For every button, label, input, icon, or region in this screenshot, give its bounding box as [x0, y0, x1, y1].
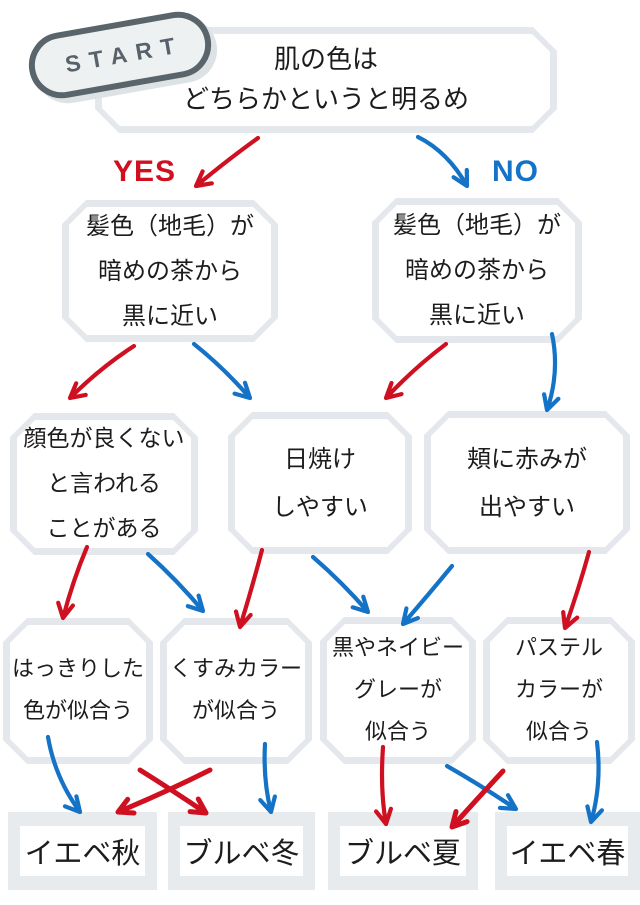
- text-line: ことがある: [46, 515, 162, 542]
- arrow-cheeks-to-dark-blue: [400, 563, 455, 627]
- arrow-yes-red: [193, 135, 261, 189]
- text-line: 暗めの茶から: [98, 256, 242, 285]
- text-line: 肌の色は: [273, 45, 378, 75]
- yes-label: YES: [113, 155, 177, 188]
- arrow-no-blue: [415, 134, 470, 189]
- text-line: 髪色（地毛）が: [393, 211, 561, 239]
- text-line: どちらかというと明るめ: [182, 85, 469, 115]
- text-line: グレーが: [353, 677, 442, 703]
- text-line: 黒に近い: [122, 301, 218, 330]
- result-blue-base-winter: ブルベ冬: [168, 812, 315, 890]
- result-yellow-base-autumn: イエベ秋: [8, 812, 157, 890]
- arrow-hairyes-to-complexion-red: [67, 343, 137, 401]
- text-line: はっきりした: [11, 657, 144, 682]
- text-line: 髪色（地毛）が: [86, 211, 254, 240]
- node-hair-color-no: 髪色（地毛）が 暗めの茶から 黒に近い: [372, 198, 582, 343]
- arrow-vivid-to-winter-red: [137, 767, 209, 816]
- arrow-hairno-to-cheeks-blue: [542, 331, 561, 413]
- text-line: 似合う: [364, 719, 431, 745]
- text-line: 黒に近い: [429, 301, 525, 329]
- result-label: イエベ秋: [20, 826, 145, 876]
- text-line: 黒やネイビー: [331, 635, 464, 661]
- node-vivid-colors: はっきりした 色が似合う: [3, 618, 153, 764]
- node-hair-color-yes: 髪色（地毛）が 暗めの茶から 黒に近い: [62, 200, 278, 342]
- text-line: パステル: [514, 635, 603, 661]
- node-red-cheeks: 頬に赤みが 出やすい: [424, 411, 630, 554]
- text-line: くすみカラー: [169, 657, 302, 682]
- result-label: イエベ春: [507, 826, 628, 876]
- arrow-complexion-to-muted-blue: [145, 551, 206, 614]
- start-label: START: [63, 30, 186, 77]
- arrow-cheeks-to-pastel-red: [561, 549, 592, 631]
- text-line: 頬に赤みが: [467, 444, 587, 473]
- result-label: ブルベ冬: [180, 826, 303, 876]
- arrow-tan-to-muted-red: [233, 547, 265, 630]
- no-label: NO: [492, 155, 539, 188]
- arrow-muted-to-autumn-red: [115, 767, 213, 816]
- text-line: しやすい: [272, 493, 368, 521]
- result-blue-base-summer: ブルベ夏: [328, 812, 478, 890]
- result-yellow-base-spring: イエベ春: [495, 812, 640, 890]
- text-line: 似合う: [525, 719, 592, 745]
- text-line: 出やすい: [479, 492, 575, 521]
- node-muted-colors: くすみカラー が似合う: [160, 618, 312, 764]
- text-line: 顔色が良くない: [23, 425, 185, 452]
- arrow-tan-to-dark-blue: [310, 554, 371, 615]
- result-label: ブルベ夏: [340, 826, 466, 876]
- node-pastel-colors: パステル カラーが 似合う: [483, 617, 635, 764]
- node-tans-easily: 日焼け しやすい: [228, 412, 412, 554]
- arrow-hairno-to-tan-red: [383, 341, 449, 401]
- text-line: 日焼け: [284, 445, 356, 473]
- text-line: カラーが: [514, 677, 603, 703]
- node-bad-complexion: 顔色が良くない と言われる ことがある: [10, 413, 198, 555]
- arrow-dark-to-spring-blue: [444, 763, 519, 812]
- arrow-hairyes-to-tan-blue: [191, 341, 253, 401]
- arrow-complexion-to-vivid-red: [56, 544, 90, 621]
- node-dark-navy-gray: 黒やネイビー グレーが 似合う: [320, 617, 476, 764]
- text-line: と言われる: [47, 470, 161, 497]
- text-line: 色が似合う: [22, 699, 133, 724]
- text-line: が似合う: [191, 699, 280, 724]
- text-line: 暗めの茶から: [405, 256, 549, 284]
